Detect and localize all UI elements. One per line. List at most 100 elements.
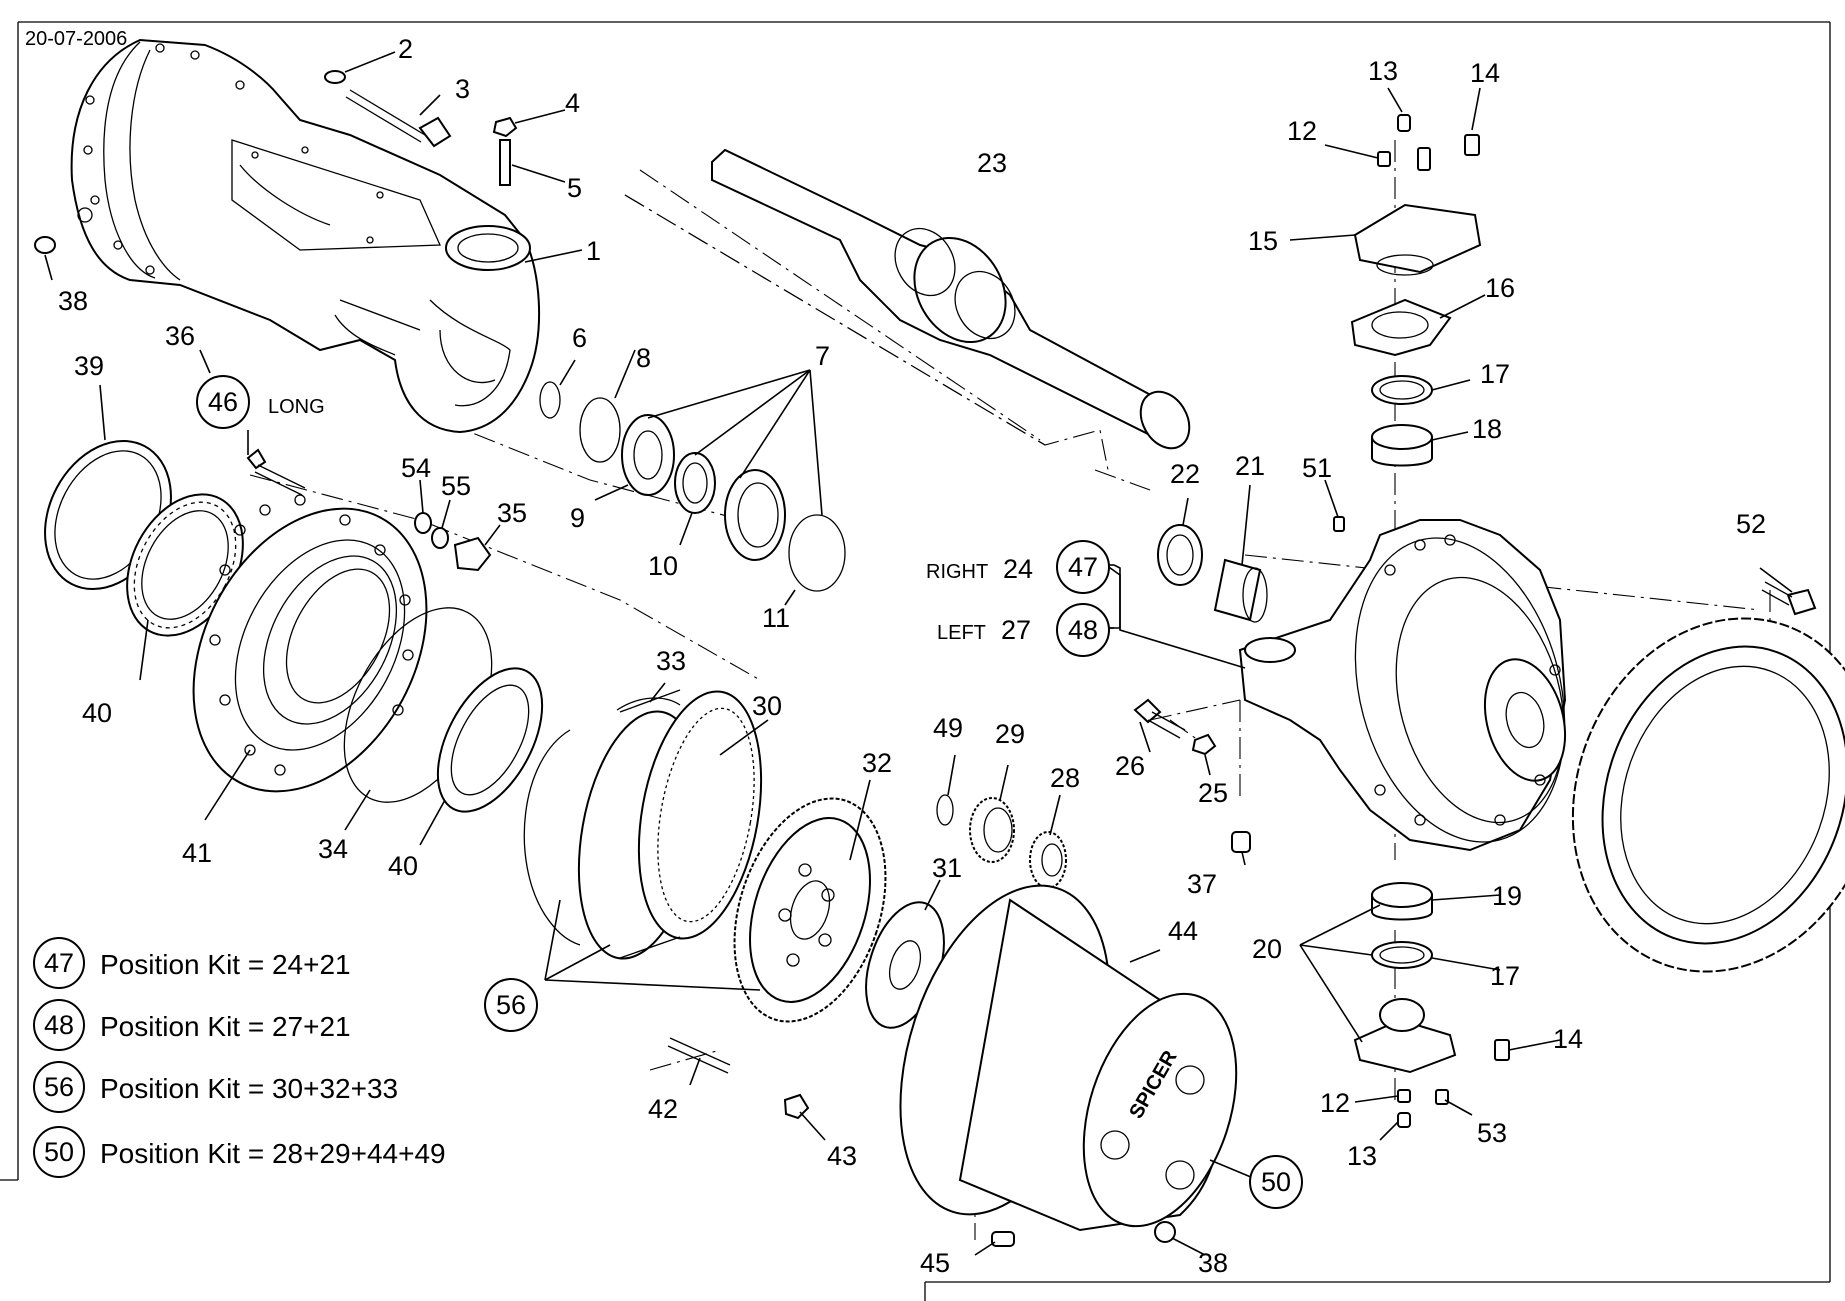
callout-48: 48 [1056,603,1110,657]
snap-ring-33b [523,729,581,946]
label-26: 26 [1115,751,1145,781]
label-17-top: 17 [1480,359,1510,389]
label-41: 41 [182,838,212,868]
label-42: 42 [648,1094,678,1124]
label-33: 33 [656,646,686,676]
setscrew-51 [1333,516,1345,532]
callout-47: 47 [1056,540,1110,594]
stud-42 [667,1037,731,1074]
legend-row-50: 50 Position Kit = 28+29+44+49 [33,1126,446,1178]
grease-fitting-12-bottom [1397,1089,1411,1103]
label-7: 7 [815,341,830,371]
bearing-40-right [436,667,544,813]
stud-5 [499,139,511,186]
label-17-bottom: 17 [1490,961,1520,991]
callout-46: 46 [196,375,250,429]
nut-43 [783,1093,810,1120]
note-left-number: 27 [1001,615,1031,645]
label-51: 51 [1302,453,1332,483]
legend-row-48: 48 Position Kit = 27+21 [33,999,351,1051]
label-49: 49 [933,713,963,743]
brake-disc [1571,617,1845,973]
svg-text:50: 50 [44,1137,74,1167]
wheel-hub-41 [192,494,428,793]
seal-10 [674,452,716,514]
bolt-14-top [1464,134,1480,156]
axle-housing [70,38,541,434]
bushing-7 [724,469,786,561]
snap-ring-49 [936,794,954,826]
label-34: 34 [318,834,348,864]
needle-bearing-28 [1029,831,1067,889]
plug-38-bottom [1154,1221,1176,1243]
bearing-18 [1371,424,1433,467]
label-31: 31 [932,853,962,883]
bolt-45 [991,1231,1015,1247]
plug-37 [1231,831,1251,853]
label-18: 18 [1472,414,1502,444]
label-19: 19 [1492,881,1522,911]
label-1: 1 [586,236,601,266]
label-22: 22 [1170,459,1200,489]
label-14-bottom: 14 [1553,1024,1583,1054]
nut-25 [1191,733,1217,756]
legend-row-56: 56 Position Kit = 30+32+33 [33,1061,398,1113]
label-32: 32 [862,748,892,778]
washer-55 [431,527,449,549]
grease-fitting-53 [1435,1089,1449,1105]
svg-text:56: 56 [44,1072,74,1102]
part-number-labels: 1 2 3 4 5 6 7 8 9 10 11 12 13 14 15 16 1… [58,34,1766,1278]
bushing-21 [1213,558,1268,623]
label-44: 44 [1168,916,1198,946]
planet-carrier-32 [733,797,887,1023]
svg-text:47: 47 [44,948,74,978]
label-54: 54 [401,453,431,483]
svg-text:48: 48 [44,1010,74,1040]
kit-legend: 47 Position Kit = 24+21 48 Position Kit … [33,937,446,1178]
grease-fitting-13-top [1397,114,1411,132]
label-30: 30 [752,691,782,721]
label-6: 6 [572,323,587,353]
note-left: LEFT [937,622,986,644]
label-14-top: 14 [1470,58,1500,88]
note-long: LONG [268,396,325,418]
label-38-bottom: 38 [1198,1248,1228,1278]
label-52: 52 [1736,509,1766,539]
shim-16 [1350,298,1452,357]
svg-text:Position Kit = 30+32+33: Position Kit = 30+32+33 [100,1073,398,1104]
label-40-right: 40 [388,851,418,881]
label-9: 9 [570,503,585,533]
label-2: 2 [398,34,413,64]
svg-text:Position Kit = 27+21: Position Kit = 27+21 [100,1011,351,1042]
label-36: 36 [165,321,195,351]
o-ring-11 [788,514,846,592]
callout-56: 56 [484,978,538,1032]
label-10: 10 [648,551,678,581]
snap-ring-33 [616,697,681,711]
bolt-52 [1761,581,1817,616]
label-45: 45 [920,1248,950,1278]
label-23: 23 [977,148,1007,178]
svg-text:46: 46 [208,387,238,417]
label-8: 8 [636,343,651,373]
label-39: 39 [74,351,104,381]
steering-knuckle [1238,519,1567,852]
grease-fitting-13-bottom [1397,1112,1411,1128]
label-11: 11 [762,603,790,633]
leader-lines [44,51,1793,1256]
snap-ring-8 [579,397,621,463]
note-right-number: 24 [1003,554,1033,584]
bearing-19 [1371,882,1433,921]
pin-top [1417,147,1431,171]
grease-fitting-12-top [1377,151,1391,167]
cap-15 [1353,203,1482,276]
note-right: RIGHT [926,561,988,583]
drawing-date: 20-07-2006 [25,28,127,50]
plug-38-top [34,236,56,254]
label-28: 28 [1050,763,1080,793]
label-16: 16 [1485,273,1515,303]
callout-50: 50 [1249,1155,1303,1209]
seal-22 [1157,524,1203,586]
svg-text:50: 50 [1261,1167,1291,1197]
